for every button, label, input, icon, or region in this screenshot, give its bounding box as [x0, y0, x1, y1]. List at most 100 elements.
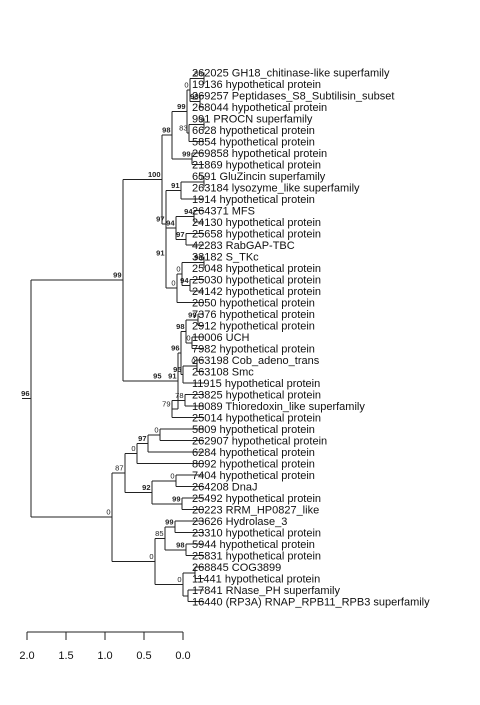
leaf-label: 33182 S_TKc	[192, 252, 259, 264]
leaf-label: 42283 RabGAP-TBC	[192, 240, 295, 252]
leaf-label: 1914 hypothetical protein	[192, 194, 315, 206]
leaf-label: 25492 hypothetical protein	[192, 493, 321, 505]
scale-bar: 2.0 1.5 1.0 0.5 0.0	[19, 631, 191, 662]
support-value: 0	[186, 333, 190, 342]
leaf-label: 21869 hypothetical protein	[192, 160, 321, 172]
leaf-label: 6628 hypothetical protein	[192, 125, 315, 137]
support-value: 96	[194, 253, 202, 262]
support-value: 0	[191, 356, 195, 365]
support-value: 95	[173, 365, 181, 374]
support-value: 0	[198, 172, 202, 181]
support-value: 99	[177, 102, 185, 111]
support-value: 94	[166, 218, 175, 227]
leaf-label: 6284 hypothetical protein	[192, 447, 315, 459]
leaf-label: 23310 hypothetical protein	[192, 528, 321, 540]
leaf-label: 264371 MFS	[192, 206, 255, 218]
leaf-label: 10006 UCH	[192, 332, 250, 344]
support-value: 85	[155, 529, 163, 538]
support-value: 87	[115, 463, 123, 472]
leaf-label: 25048 hypothetical protein	[192, 263, 321, 275]
support-value: 99	[188, 310, 196, 319]
support-value: 95	[153, 371, 161, 380]
support-value: 92	[142, 483, 150, 492]
scale-tick-label: 2.0	[19, 650, 34, 662]
leaf-label: 5854 hypothetical protein	[192, 137, 315, 149]
support-value: 0	[198, 115, 202, 124]
support-value: 0	[176, 264, 180, 273]
leaf-label: 16440 (RP3A) RNAP_RPB11_RPB3 superfamily	[192, 597, 430, 609]
support-value: 79	[162, 399, 170, 408]
support-value: 99	[113, 271, 121, 280]
leaf-label: 991 PROCN superfamily	[192, 114, 313, 126]
support-value: 91	[171, 181, 179, 190]
leaf-label: 7376 hypothetical protein	[192, 309, 315, 321]
leaf-label: 23626 Hydrolase_3	[192, 516, 287, 528]
leaf-label: 269257 Peptidases_S8_Subtilisin_subset	[192, 91, 394, 103]
support-value: 99	[165, 517, 173, 526]
leaf-label: 8092 hypothetical protein	[192, 459, 315, 471]
leaf-label: 268044 hypothetical protein	[192, 102, 327, 114]
leaf-label: 5944 hypothetical protein	[192, 539, 315, 551]
leaf-labels: 262025 GH18_chitinase-like superfamily19…	[192, 68, 430, 609]
support-value: 0	[131, 444, 135, 453]
support-value: 0	[154, 425, 158, 434]
support-value: 88	[194, 69, 202, 78]
support-value: 0	[184, 80, 188, 89]
support-value: 96	[171, 343, 179, 352]
support-value: 0	[171, 279, 175, 288]
support-value: 98	[162, 126, 170, 135]
support-value: 83	[179, 123, 187, 132]
leaf-label: 25030 hypothetical protein	[192, 275, 321, 287]
support-value: 0	[149, 552, 153, 561]
support-value: 93	[190, 92, 198, 101]
tree-branches	[22, 72, 205, 602]
leaf-label: 2050 hypothetical protein	[192, 298, 315, 310]
leaf-label: 269858 hypothetical protein	[192, 148, 327, 160]
leaf-label: 262025 GH18_chitinase-like superfamily	[192, 68, 390, 80]
leaf-label: 6591 GluZincin superfamily	[192, 171, 326, 183]
leaf-label: 263198 Cob_adeno_trans	[192, 355, 320, 367]
scale-tick-label: 1.5	[58, 650, 73, 662]
leaf-label: 5809 hypothetical protein	[192, 424, 315, 436]
leaf-label: 25014 hypothetical protein	[192, 413, 321, 425]
leaf-label: 264208 DnaJ	[192, 482, 257, 494]
leaf-label: 24142 hypothetical protein	[192, 286, 321, 298]
leaf-label: 263184 lysozyme_like superfamily	[192, 183, 360, 195]
support-value: 98	[176, 540, 184, 549]
leaf-label: 23825 hypothetical protein	[192, 390, 321, 402]
support-value: 91	[168, 371, 176, 380]
scale-tick-label: 1.0	[97, 650, 112, 662]
support-value: 97	[176, 230, 184, 239]
support-value: 96	[21, 389, 29, 398]
leaf-label: 11915 hypothetical protein	[192, 378, 320, 390]
leaf-label: 25831 hypothetical protein	[192, 551, 321, 563]
support-value: 99	[172, 494, 180, 503]
support-value: 97	[138, 434, 146, 443]
support-value: 0	[106, 508, 110, 517]
leaf-label: 25658 hypothetical protein	[192, 229, 321, 241]
leaf-label: 2912 hypothetical protein	[192, 321, 315, 333]
leaf-label: 18089 Thioredoxin_like superfamily	[192, 401, 365, 413]
leaf-label: 268845 COG3899	[192, 562, 281, 574]
scale-tick-label: 0.5	[136, 650, 151, 662]
support-values: 9699100989908893830999791091949497009694…	[21, 69, 202, 584]
leaf-label: 263108 Smc	[192, 367, 254, 379]
leaf-label: 7404 hypothetical protein	[192, 470, 315, 482]
leaf-label: 20223 RRM_HP0827_like	[192, 505, 319, 517]
leaf-label: 7982 hypothetical protein	[192, 344, 315, 356]
support-value: 91	[156, 248, 164, 257]
support-value: 78	[175, 391, 183, 400]
support-value: 94	[180, 276, 189, 285]
leaf-label: 24130 hypothetical protein	[192, 217, 321, 229]
support-value: 94	[184, 207, 193, 216]
leaf-label: 11441 hypothetical protein	[192, 574, 320, 586]
support-value: 0	[170, 471, 174, 480]
support-value: 100	[148, 170, 161, 179]
support-value: 99	[182, 149, 190, 158]
scale-tick-label: 0.0	[175, 650, 190, 662]
support-value: 97	[156, 215, 164, 224]
support-value: 98	[176, 322, 184, 331]
leaf-label: 19136 hypothetical protein	[192, 79, 321, 91]
support-value: 0	[177, 575, 181, 584]
